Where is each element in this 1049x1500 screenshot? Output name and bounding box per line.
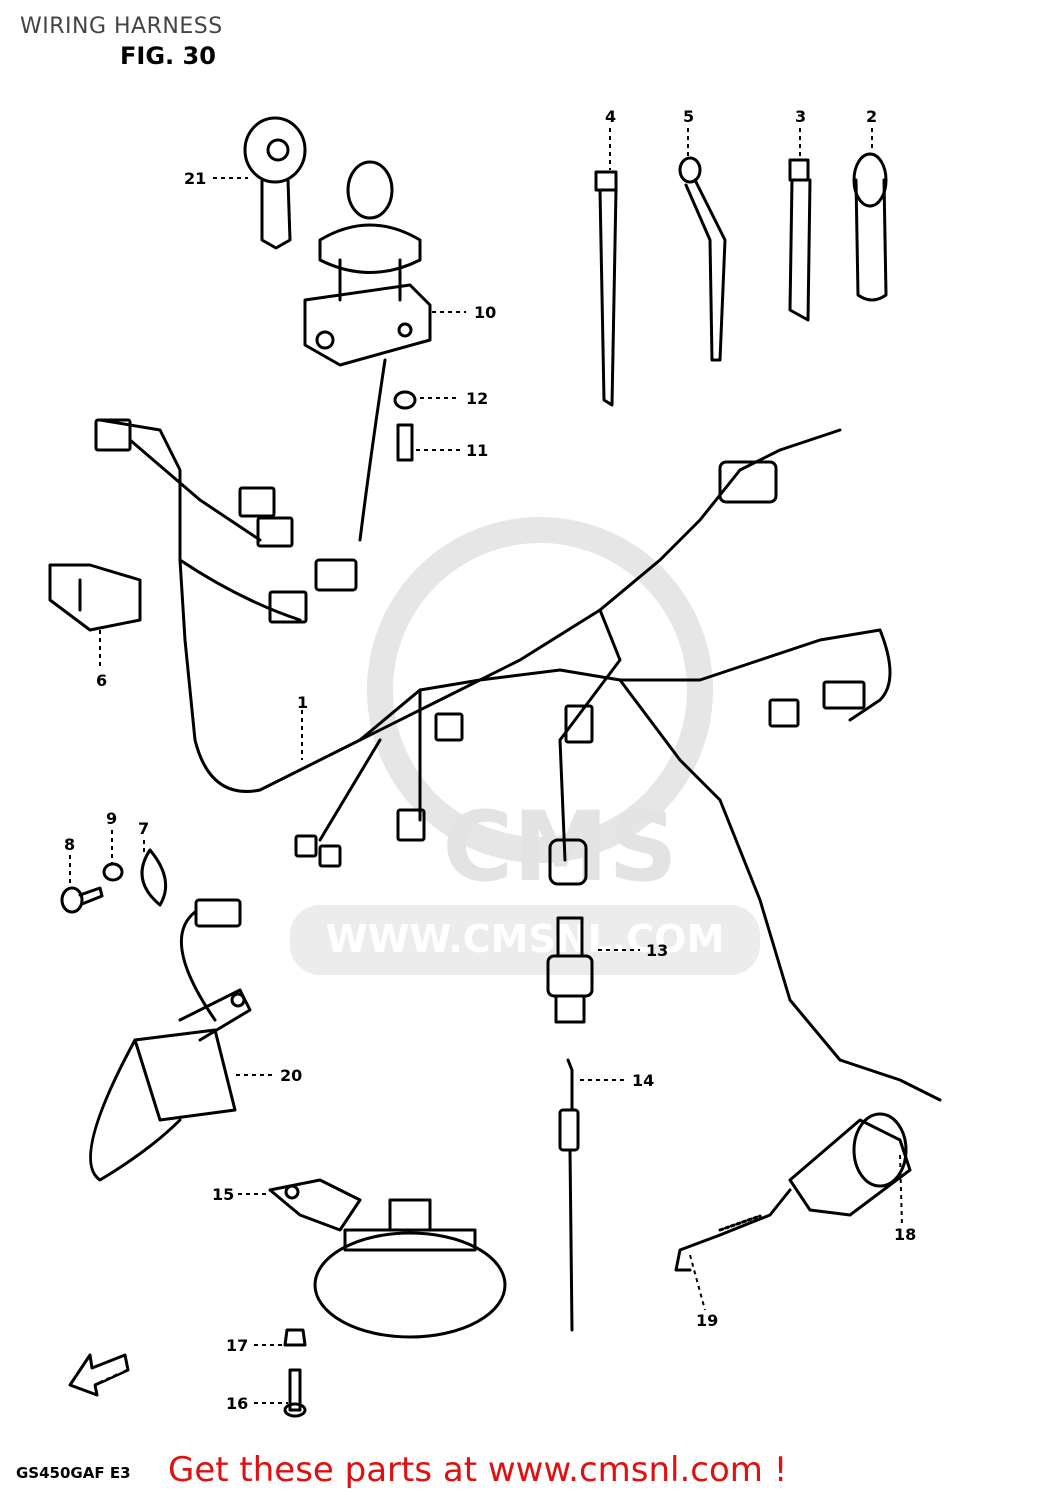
callouts: 21 10 12 11 4 5 3 2 6 1 8 9 7 13 14 20 1… <box>64 107 916 1413</box>
clamp-3-part <box>788 158 812 322</box>
callout-9: 9 <box>106 809 117 828</box>
clamp-2-part <box>852 152 888 302</box>
callout-11: 11 <box>466 441 488 460</box>
callout-15: 15 <box>212 1185 234 1204</box>
washer-9-part <box>102 862 124 882</box>
callout-4: 4 <box>605 107 616 126</box>
nut-part <box>283 1328 307 1347</box>
ignition-key-part <box>243 116 307 250</box>
ignition-switch-part <box>303 160 432 592</box>
spring-part <box>674 1188 792 1272</box>
bolt-part <box>60 886 104 914</box>
relay-part <box>89 898 252 1182</box>
callout-1: 1 <box>297 693 308 712</box>
callout-6: 6 <box>96 671 107 690</box>
callout-10: 10 <box>474 303 496 322</box>
band-clamp-part <box>594 170 618 407</box>
callout-21: 21 <box>184 169 206 188</box>
fwd-arrow-icon <box>68 1353 130 1397</box>
callout-18: 18 <box>894 1225 916 1244</box>
callout-12: 12 <box>466 389 488 408</box>
page-title: WIRING HARNESS <box>20 14 223 39</box>
callout-5: 5 <box>683 107 694 126</box>
callout-19: 19 <box>696 1311 718 1330</box>
model-code: GS450GAF E3 <box>16 1464 131 1482</box>
callout-13: 13 <box>646 941 668 960</box>
callout-16: 16 <box>226 1394 248 1413</box>
main-harness-part <box>94 418 942 1102</box>
cable-clamp-part <box>678 156 727 362</box>
callout-14: 14 <box>632 1071 654 1090</box>
callout-7: 7 <box>138 819 149 838</box>
callout-3: 3 <box>795 107 806 126</box>
watermark: CMS WWW.CMSNL.COM <box>290 517 760 975</box>
horn-bolt-part <box>283 1368 307 1418</box>
brake-switch-part <box>546 916 594 1024</box>
watermark-brand: CMS <box>442 791 677 903</box>
rear-brake-switch-part <box>788 1112 912 1217</box>
screw-part <box>396 423 414 462</box>
callout-2: 2 <box>866 107 877 126</box>
harness-bracket-part <box>48 563 142 632</box>
callout-17: 17 <box>226 1336 248 1355</box>
clip-7-part <box>140 848 168 907</box>
leader-lines <box>69 128 903 1404</box>
callout-20: 20 <box>280 1066 302 1085</box>
figure-label: FIG. 30 <box>120 42 216 70</box>
horn-part <box>313 1198 507 1339</box>
horn-bracket-part <box>268 1178 362 1232</box>
callout-8: 8 <box>64 835 75 854</box>
watermark-url: WWW.CMSNL.COM <box>326 917 725 961</box>
switch-spring-part <box>558 1058 580 1332</box>
washer-part <box>393 390 417 410</box>
parts-link[interactable]: Get these parts at www.cmsnl.com ! <box>168 1450 788 1490</box>
